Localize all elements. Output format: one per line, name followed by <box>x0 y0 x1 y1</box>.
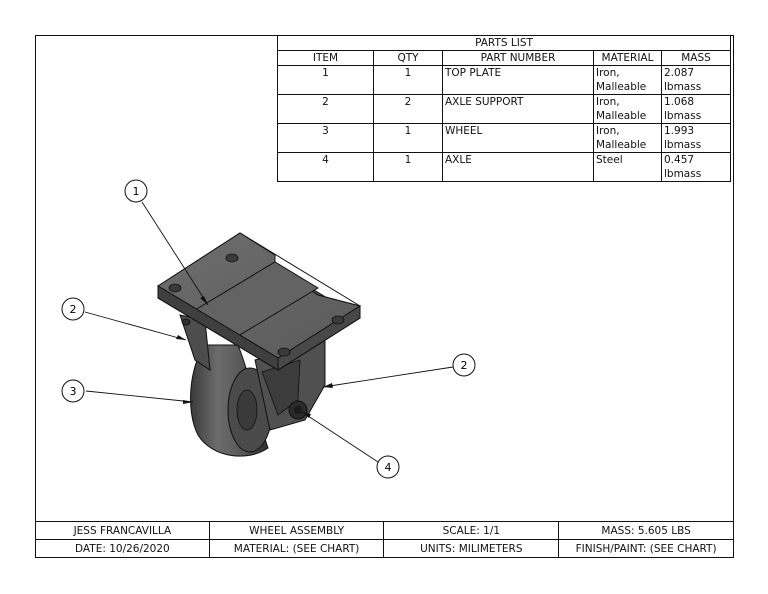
material-cell: Steel <box>593 152 662 182</box>
parts-list-title: PARTS LIST <box>277 35 731 51</box>
qty-cell: 1 <box>373 152 443 182</box>
material-line-1: Steel <box>596 154 623 166</box>
balloon-3: 3 <box>61 379 85 403</box>
leader-lines <box>84 201 454 463</box>
material-line-2: Malleable <box>596 110 647 122</box>
part-cell: WHEEL <box>442 123 594 153</box>
header-material: MATERIAL <box>593 50 662 66</box>
axle-part <box>288 400 308 420</box>
table-row: 3 1 WHEEL Iron, Malleable 1.993 lbmass <box>277 123 731 153</box>
mass-value: 0.457 <box>664 154 695 166</box>
table-row: 2 2 AXLE SUPPORT Iron, Malleable 1.068 lbm… <box>277 94 731 124</box>
balloon-3-label: 3 <box>70 385 77 398</box>
table-row: 4 1 AXLE Steel 0.457 lbmass <box>277 152 731 182</box>
mass-value: 1.993 <box>664 125 695 137</box>
header-qty: QTY <box>373 50 443 66</box>
item-cell: 3 <box>277 123 374 153</box>
leader-arrowheads <box>176 296 333 418</box>
units-field: UNITS: MILIMETERS <box>383 539 560 558</box>
balloon-2-left: 2 <box>61 297 85 321</box>
mass-cell: 1.993 lbmass <box>661 123 731 153</box>
material-cell: Iron, Malleable <box>593 65 662 95</box>
balloon-2-right: 2 <box>452 353 476 377</box>
qty-cell: 2 <box>373 94 443 124</box>
title-block: JESS FRANCAVILLA WHEEL ASSEMBLY SCALE: 1… <box>35 521 734 558</box>
balloon-4: 4 <box>376 455 400 479</box>
balloon-1: 1 <box>124 179 148 203</box>
mass-unit: lbmass <box>664 110 702 122</box>
item-cell: 2 <box>277 94 374 124</box>
material-line-2: Malleable <box>596 81 647 93</box>
balloon-4-label: 4 <box>385 461 392 474</box>
mass-unit: lbmass <box>664 139 702 151</box>
part-cell: TOP PLATE <box>442 65 594 95</box>
date-field: DATE: 10/26/2020 <box>35 539 210 558</box>
mass-value: 1.068 <box>664 96 695 108</box>
mass-cell: 0.457 lbmass <box>661 152 731 182</box>
item-cell: 1 <box>277 65 374 95</box>
top-plate-part <box>157 232 362 371</box>
qty-cell: 1 <box>373 65 443 95</box>
mass-unit: lbmass <box>664 168 702 180</box>
header-item: ITEM <box>277 50 374 66</box>
mass-value: 2.087 <box>664 67 695 79</box>
drawing-title: WHEEL ASSEMBLY <box>208 521 385 540</box>
balloon-1-label: 1 <box>133 185 140 198</box>
mass-field: MASS: 5.605 LBS <box>558 521 734 540</box>
mass-cell: 1.068 lbmass <box>661 94 731 124</box>
header-part-number: PART NUMBER <box>442 50 594 66</box>
material-line-1: Iron, <box>596 96 620 108</box>
finish-field: FINISH/PAINT: (SEE CHART) <box>558 539 734 558</box>
mass-unit: lbmass <box>664 81 702 93</box>
balloon-2-left-label: 2 <box>70 303 77 316</box>
mass-cell: 2.087 lbmass <box>661 65 731 95</box>
material-cell: Iron, Malleable <box>593 94 662 124</box>
parts-list-table: PARTS LIST ITEM QTY PART NUMBER MATERIAL… <box>277 35 731 182</box>
material-field: MATERIAL: (SEE CHART) <box>208 539 385 558</box>
header-mass: MASS <box>661 50 731 66</box>
material-line-1: Iron, <box>596 125 620 137</box>
designer-name: JESS FRANCAVILLA <box>35 521 210 540</box>
material-line-2: Malleable <box>596 139 647 151</box>
scale-field: SCALE: 1/1 <box>383 521 560 540</box>
table-row: 1 1 TOP PLATE Iron, Malleable 2.087 lbmass <box>277 65 731 95</box>
qty-cell: 1 <box>373 123 443 153</box>
material-line-1: Iron, <box>596 67 620 79</box>
balloon-2-right-label: 2 <box>461 359 468 372</box>
material-line-2 <box>596 168 599 180</box>
item-cell: 4 <box>277 152 374 182</box>
material-cell: Iron, Malleable <box>593 123 662 153</box>
part-cell: AXLE <box>442 152 594 182</box>
part-cell: AXLE SUPPORT <box>442 94 594 124</box>
